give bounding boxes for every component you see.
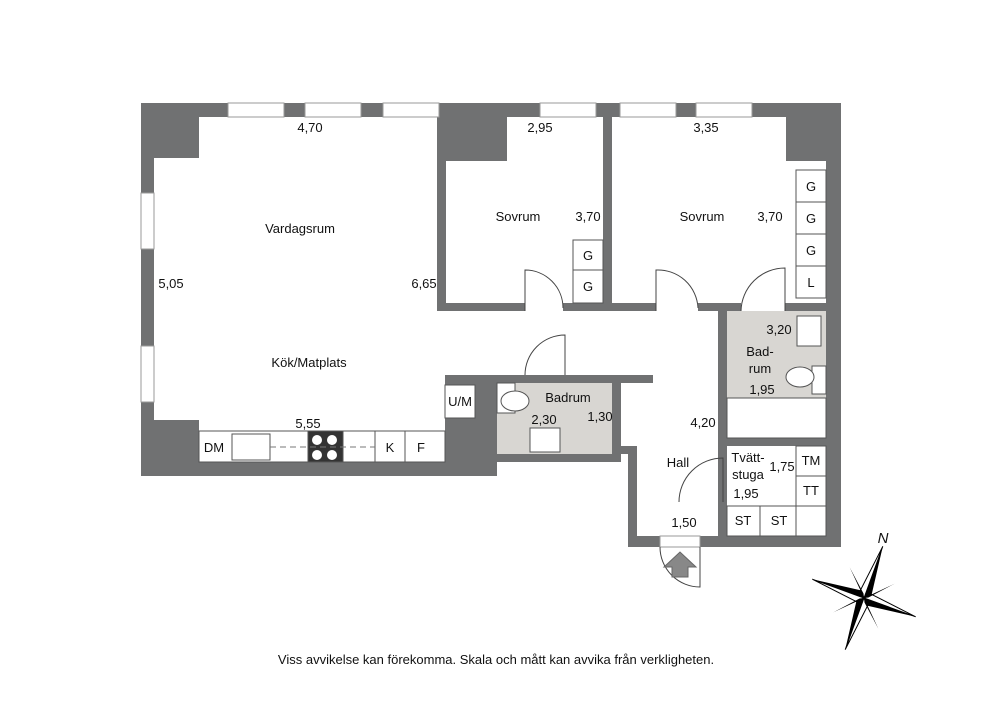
dimension-label: 1,50 <box>671 515 696 530</box>
bathroom-fixtures <box>496 315 827 453</box>
tumble-dryer-label: TT <box>803 483 819 498</box>
dimension-label: 5,05 <box>158 276 183 291</box>
dimension-label: 4,20 <box>690 415 715 430</box>
room-label-badrum-large-2: rum <box>749 361 771 376</box>
dishwasher-label: DM <box>204 440 224 455</box>
storage-label: ST <box>771 513 788 528</box>
dimension-label: 5,55 <box>295 416 320 431</box>
room-label-tvatt-2: stuga <box>732 467 765 482</box>
dimension-label: 3,70 <box>757 209 782 224</box>
room-label-kok: Kök/Matplats <box>271 355 347 370</box>
wardrobe-label: G <box>806 179 816 194</box>
room-label-tvatt-1: Tvätt- <box>731 450 764 465</box>
dimension-label: 6,65 <box>411 276 436 291</box>
compass-north-label: N <box>878 530 889 547</box>
dimension-label: 1,95 <box>733 486 758 501</box>
dimension-label: 4,70 <box>297 120 322 135</box>
laundry-units <box>726 445 827 537</box>
room-label-hall: Hall <box>667 455 690 470</box>
linen-closet-label: L <box>807 275 814 290</box>
room-label-badrum-small: Badrum <box>545 390 591 405</box>
room-label-sovrum-2: Sovrum <box>680 209 725 224</box>
entrance-arrow-icon <box>662 551 698 578</box>
dimension-label: 3,70 <box>575 209 600 224</box>
wardrobe-label: G <box>583 248 593 263</box>
dimension-label: 2,30 <box>531 412 556 427</box>
dimension-label: 1,30 <box>587 409 612 424</box>
fridge-freezer <box>444 384 476 419</box>
wardrobes <box>572 169 827 304</box>
disclaimer-text: Viss avvikelse kan förekomma. Skala och … <box>277 652 715 667</box>
wardrobe-label: G <box>806 211 816 226</box>
fridge-freezer-label: U/M <box>448 394 472 409</box>
freezer-label: F <box>417 440 425 455</box>
wardrobe-label: G <box>583 279 593 294</box>
washing-machine-label: TM <box>802 453 821 468</box>
windows <box>140 102 753 548</box>
dimension-label: 3,20 <box>766 322 791 337</box>
compass-rose-icon <box>812 546 916 650</box>
room-label-badrum-large-1: Bad- <box>746 344 773 359</box>
fridge-label: K <box>386 440 395 455</box>
room-label-vardagsrum: Vardagsrum <box>265 221 335 236</box>
storage-label: ST <box>735 513 752 528</box>
kitchen-counter <box>198 430 446 463</box>
room-label-sovrum-1: Sovrum <box>496 209 541 224</box>
wardrobe-label: G <box>806 243 816 258</box>
dimension-label: 3,35 <box>693 120 718 135</box>
dimension-label: 1,75 <box>769 459 794 474</box>
dimension-label: 1,95 <box>749 382 774 397</box>
dimension-label: 2,95 <box>527 120 552 135</box>
